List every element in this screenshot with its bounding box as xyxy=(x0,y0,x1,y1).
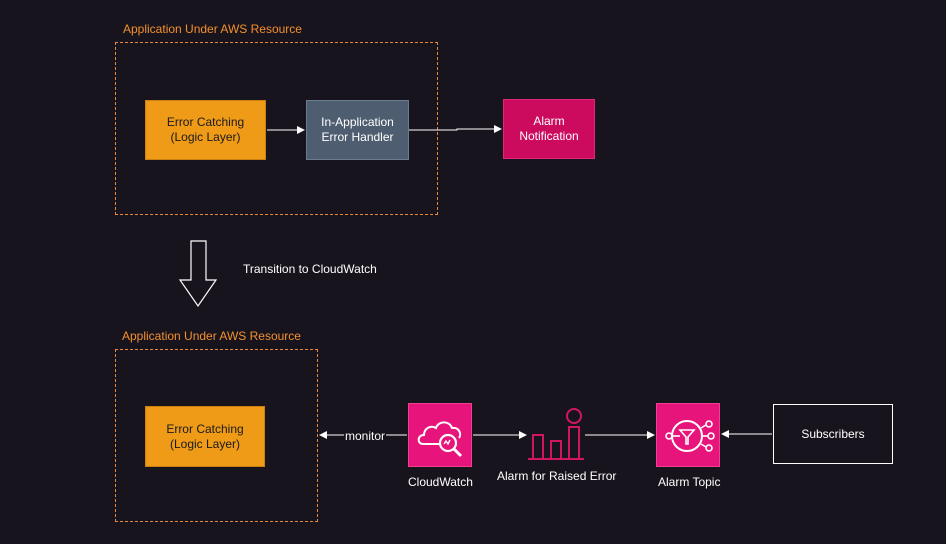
cloudwatch-icon xyxy=(417,421,463,458)
alarm-chart-icon[interactable] xyxy=(528,405,584,461)
cloudwatch-label: CloudWatch xyxy=(408,475,473,489)
alarm-metric-label: Alarm for Raised Error xyxy=(497,469,617,483)
bottom-group-container xyxy=(115,349,318,522)
alarm-topic-label: Alarm Topic xyxy=(658,475,721,489)
arrow-handler-to-alarm xyxy=(409,125,502,133)
top-group-container xyxy=(115,42,438,215)
transition-label: Transition to CloudWatch xyxy=(243,262,377,276)
top-group-label: Application Under AWS Resource xyxy=(123,22,302,36)
error-handler-box[interactable]: In-Application Error Handler xyxy=(306,100,409,160)
monitor-label: monitor xyxy=(344,429,387,443)
sns-topic-icon xyxy=(665,420,715,452)
bottom-group-label: Application Under AWS Resource xyxy=(122,329,301,343)
top-error-catching-box[interactable]: Error Catching (Logic Layer) xyxy=(145,100,266,160)
alarm-topic-tile[interactable] xyxy=(656,403,720,467)
cloudwatch-tile[interactable] xyxy=(408,403,472,467)
bottom-error-catching-box[interactable]: Error Catching (Logic Layer) xyxy=(145,406,265,467)
transition-down-arrow xyxy=(178,240,218,308)
subscribers-box[interactable]: Subscribers xyxy=(773,404,893,464)
alarm-notification-box[interactable]: Alarm Notification xyxy=(503,99,595,159)
